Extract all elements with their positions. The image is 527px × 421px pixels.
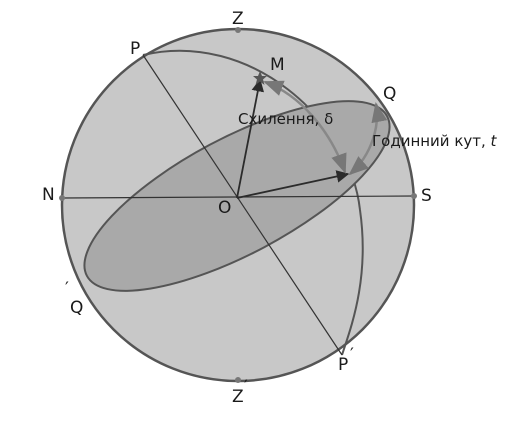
star-marker — [253, 71, 267, 85]
pole-label: P — [130, 39, 140, 59]
south-label: S — [421, 186, 432, 206]
declination-arc — [263, 80, 347, 174]
celestial-axis — [142, 54, 343, 356]
south-point — [411, 193, 417, 199]
star-label: M — [270, 55, 285, 75]
declination-label: Схилення, δ — [238, 110, 333, 128]
zenith-point — [235, 27, 241, 33]
nadir-label: Z — [232, 387, 244, 407]
zenith-label: Z — [232, 9, 244, 29]
equator-q-label: Q — [383, 84, 396, 104]
equator-q-south-prime-mark: ′ — [65, 279, 69, 299]
north-label: N — [42, 185, 55, 205]
hour-angle-text: Годинний кут, — [372, 132, 491, 150]
hour-angle-arc — [348, 102, 388, 176]
hour-angle-label: Годинний кут, t — [372, 132, 498, 150]
nadir-prime-mark: ′ — [244, 377, 248, 397]
pole-south-label: P — [338, 355, 348, 375]
north-point — [59, 195, 65, 201]
hour-angle-symbol: t — [491, 132, 498, 150]
radius-to-equator — [236, 170, 350, 199]
nadir-point — [235, 377, 241, 383]
radius-to-star — [236, 78, 265, 199]
equator-q-south-label: Q — [70, 298, 83, 318]
pole-south-prime-mark: ′ — [350, 345, 354, 365]
center-label: O — [218, 198, 231, 218]
